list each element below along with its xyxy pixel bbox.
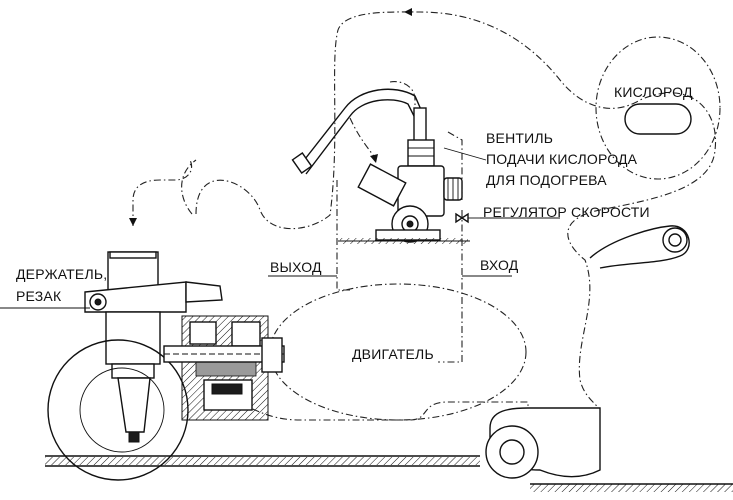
valve-collar — [407, 139, 435, 167]
cutter-nozzle — [117, 377, 151, 433]
valve-left-cap — [357, 163, 407, 207]
holder-bracket — [185, 281, 223, 303]
carriage-outline — [195, 11, 717, 421]
label-holder-line2: РЕЗАК — [16, 288, 62, 304]
oxygen-window — [624, 103, 692, 135]
oxygen-to-valve — [447, 131, 463, 200]
valve-feed-line — [349, 117, 376, 159]
arrow-down-holder — [129, 218, 137, 226]
label-engine: ДВИГАТЕЛЬ — [352, 346, 434, 362]
label-valve-line1: ВЕНТИЛЬ — [486, 130, 553, 146]
cutter-nut — [111, 363, 155, 379]
oxygen-tank — [595, 36, 721, 180]
valve-top-tube — [413, 107, 427, 143]
label-holder-line1: ДЕРЖАТЕЛЬ, — [16, 266, 107, 282]
arrow-valve-feed — [370, 154, 378, 163]
outlet-line — [336, 180, 350, 291]
valve-base-shelf — [340, 238, 468, 244]
cutter-body — [105, 311, 161, 365]
hose-to-holder — [132, 159, 193, 226]
speed-regulator-symbol — [455, 212, 469, 224]
carriage-handle — [589, 225, 690, 269]
drive-wheel-inner — [79, 367, 165, 453]
holder-arm — [84, 281, 187, 313]
pipe-end — [291, 152, 313, 174]
arrow-top — [404, 8, 412, 16]
supply-pipe — [297, 88, 423, 169]
inlet-line — [438, 210, 463, 363]
holder-top — [109, 251, 157, 259]
label-valve-line3: ДЛЯ ПОДОГРЕВА — [486, 172, 607, 188]
label-valve-line2: ПОДАЧИ КИСЛОРОДА — [486, 151, 638, 167]
label-speed-regulator: РЕГУЛЯТОР СКОРОСТИ — [483, 204, 650, 220]
leader-valve — [443, 147, 487, 161]
top-feed-line — [389, 81, 416, 115]
rail-hatch — [45, 457, 480, 465]
label-outlet: ВЫХОД — [270, 259, 322, 275]
label-oxygen: КИСЛОРОД — [614, 84, 693, 100]
supply-pipe-inner — [305, 99, 416, 175]
label-inlet: ВХОД — [480, 257, 519, 273]
hose-left — [181, 159, 197, 215]
